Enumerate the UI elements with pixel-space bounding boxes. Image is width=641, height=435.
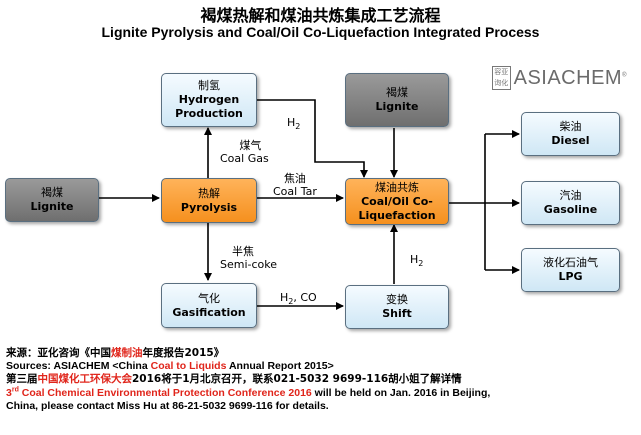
node-coal-oil-coliquefaction: 煤油共炼 Coal/Oil Co- Liquefaction xyxy=(345,178,449,225)
footer-notes: 来源：亚化咨询《中国煤制油年度报告2015》 Sources: ASIACHEM… xyxy=(6,347,636,413)
footer-source-cn: 来源：亚化咨询《中国煤制油年度报告2015》 xyxy=(6,347,225,359)
node-lpg: 液化石油气 LPG xyxy=(521,248,620,292)
node-hydrogen-production: 制氢 Hydrogen Production xyxy=(161,73,257,127)
title-chinese: 褐煤热解和煤油共炼集成工艺流程 xyxy=(200,6,441,25)
footer-conference-en: 3rd Coal Chemical Environmental Protecti… xyxy=(6,386,491,399)
arrow-hydrogen-to-coliq xyxy=(257,99,368,178)
node-lignite-input: 褐煤 Lignite xyxy=(5,178,99,222)
node-gasoline: 汽油 Gasoline xyxy=(521,181,620,225)
label-coal-gas: 煤气 Coal Gas xyxy=(220,139,269,165)
label-h2-shift: H2 xyxy=(410,253,424,269)
node-lignite-top: 褐煤 Lignite xyxy=(345,73,449,127)
label-h2-co: H2, CO xyxy=(280,291,317,307)
label-h2-top: H2 xyxy=(287,116,301,132)
node-shift: 变换 Shift xyxy=(345,285,449,329)
footer-source-en: Sources: ASIACHEM <China Coal to Liquids… xyxy=(6,360,334,373)
asiachem-logo: 容亚 询化 ASIACHEM® xyxy=(492,64,627,92)
title-english: Lignite Pyrolysis and Coal/Oil Co-Liquef… xyxy=(101,24,540,40)
node-gasification: 气化 Gasification xyxy=(161,283,257,328)
logo-text: ASIACHEM® xyxy=(513,66,627,89)
logo-seal-icon: 容亚 询化 xyxy=(492,66,511,90)
label-coal-tar: 焦油 Coal Tar xyxy=(273,172,317,198)
node-pyrolysis: 热解 Pyrolysis xyxy=(161,178,257,223)
footer-conference-cn: 第三届中国煤化工环保大会2016将于1月北京召开，联系021-5032 9699… xyxy=(6,373,462,386)
footer-contact-en: China, please contact Miss Hu at 86-21-5… xyxy=(6,399,329,412)
label-semi-coke: 半焦 Semi-coke xyxy=(220,245,278,271)
node-diesel: 柴油 Diesel xyxy=(521,112,620,156)
